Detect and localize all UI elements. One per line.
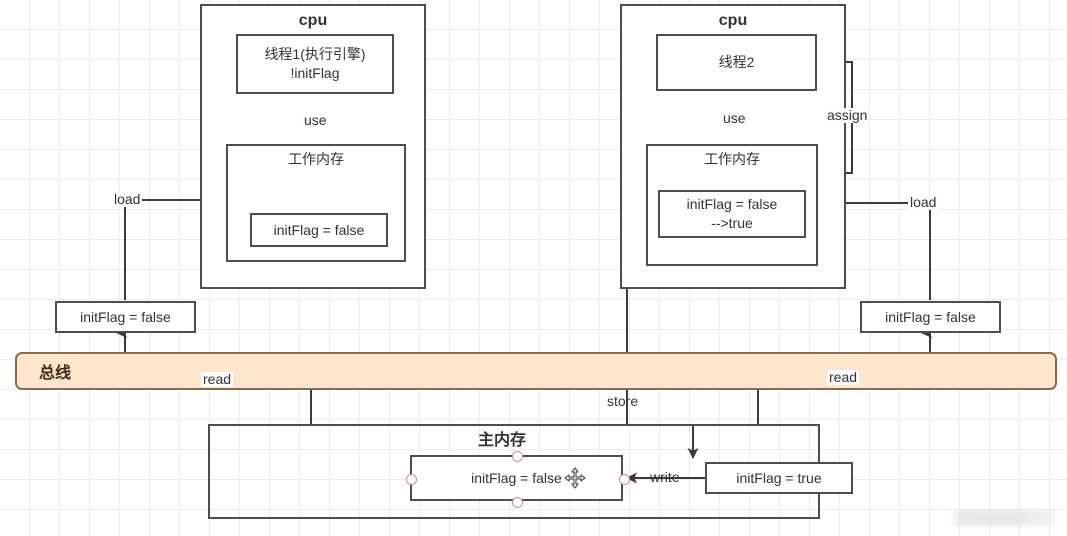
selection-handle-top[interactable]: [511, 450, 523, 462]
selection-handle-bottom[interactable]: [511, 496, 523, 508]
cpu-right-thread-box[interactable]: 线程2: [656, 34, 817, 91]
label-use-right: use: [721, 110, 748, 127]
label-load-right: load: [908, 194, 939, 211]
label-load-left: load: [112, 191, 143, 208]
label-write: write: [650, 469, 680, 485]
label-store: store: [607, 393, 639, 409]
written-value-box[interactable]: initFlag = true: [705, 462, 853, 494]
main-memory-variable-label: initFlag = false: [471, 469, 562, 486]
bus-bar[interactable]: 总线: [15, 352, 1057, 390]
move-cursor-icon: [564, 467, 586, 489]
main-memory-variable-box[interactable]: initFlag = false: [410, 455, 623, 501]
cpu-left-variable-box[interactable]: initFlag = false: [250, 213, 388, 247]
cpu-left-thread-box[interactable]: 线程1(执行引擎) !initFlag: [236, 34, 394, 94]
cpu-left-variable-label: initFlag = false: [273, 221, 365, 238]
selection-handle-left[interactable]: [405, 473, 417, 485]
cache-right-label: initFlag = false: [885, 308, 976, 325]
watermark: [949, 510, 1059, 526]
cache-right-box[interactable]: initFlag = false: [860, 301, 1001, 333]
selection-handle-right[interactable]: [618, 473, 630, 485]
cpu-left-thread-label: 线程1(执行引擎) !initFlag: [264, 46, 366, 81]
cpu-right-title: cpu: [718, 12, 748, 29]
cpu-right-working-memory-title: 工作内存: [704, 151, 760, 167]
cpu-right-variable-label: initFlag = false -->true: [686, 196, 778, 231]
label-use-left: use: [302, 112, 329, 129]
written-value-label: initFlag = true: [736, 469, 822, 486]
cache-left-label: initFlag = false: [80, 308, 171, 325]
label-assign-right: assign: [825, 107, 870, 124]
label-read-left: read: [201, 371, 234, 388]
cpu-right-thread-label: 线程2: [718, 54, 755, 71]
cpu-left-working-memory-title: 工作内存: [288, 151, 344, 167]
cache-left-box[interactable]: initFlag = false: [55, 301, 196, 333]
cpu-right-variable-box[interactable]: initFlag = false -->true: [658, 190, 806, 238]
label-read-right: read: [827, 369, 860, 386]
bus-label: 总线: [39, 365, 72, 382]
cpu-left-title: cpu: [298, 12, 328, 29]
main-memory-title: 主内存: [478, 432, 527, 449]
